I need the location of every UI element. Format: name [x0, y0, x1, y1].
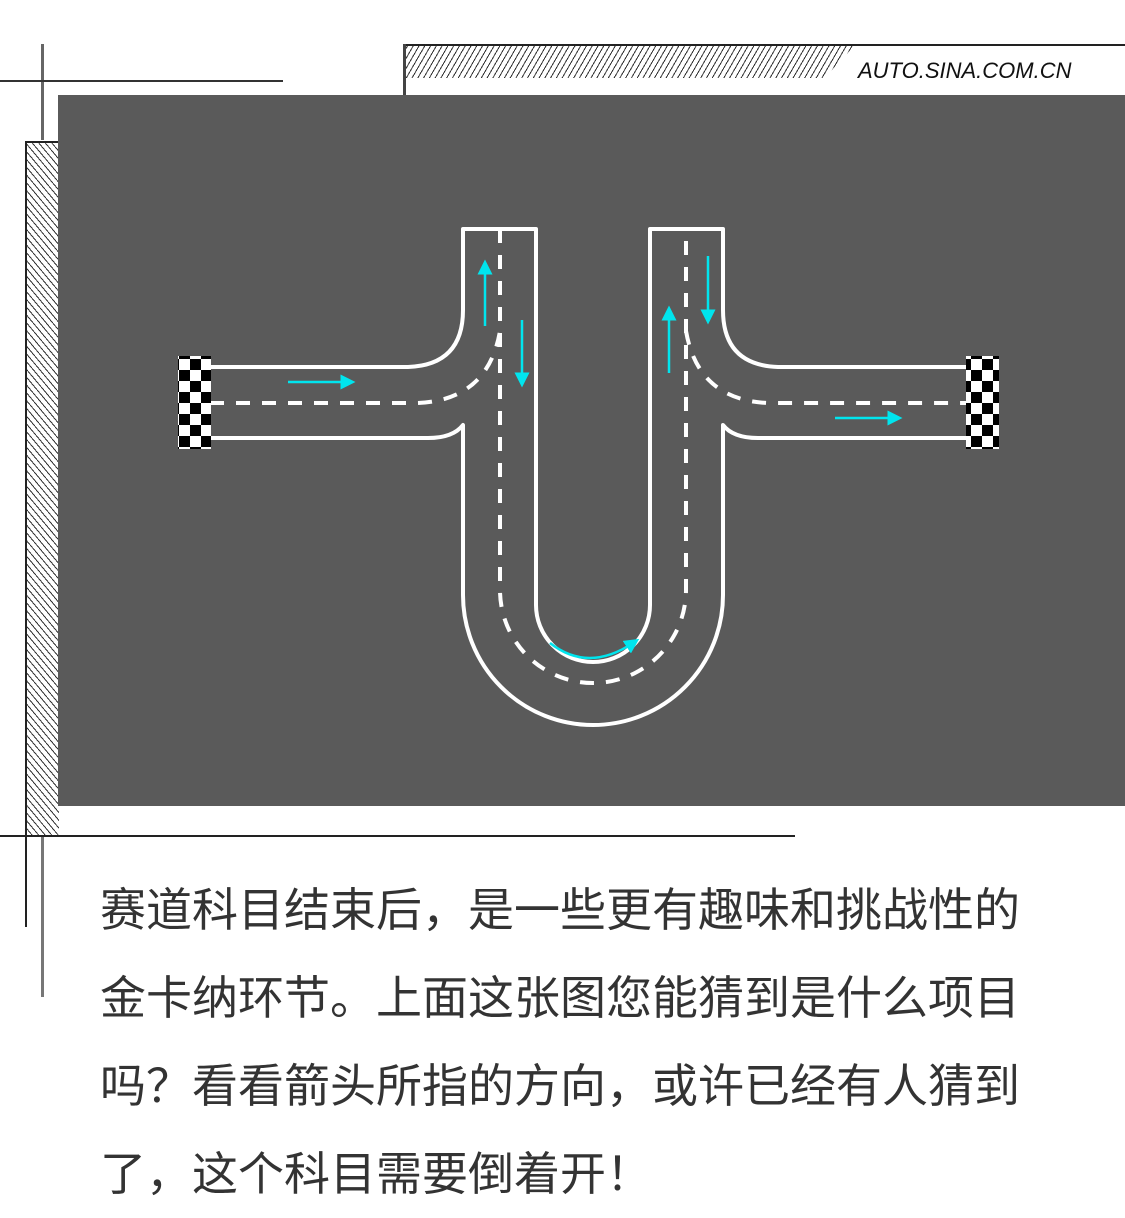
crop-mark-horizontal-top: [0, 80, 283, 82]
left-road-bottom-edge: [208, 423, 970, 727]
left-road-top-edge: [208, 227, 970, 664]
start-checkered-flag: [178, 356, 211, 449]
top-rule-tick: [403, 44, 406, 96]
center-dashes: [210, 229, 968, 685]
hatched-band-left: [25, 141, 59, 836]
caption-line-4: 了，这个科目需要倒着开！: [100, 1147, 652, 1201]
left-entry-dash: [210, 330, 502, 405]
u-bottom-curve-arrow-icon: [549, 638, 640, 660]
top-rule: [404, 44, 1125, 46]
crop-mark-horizontal-bottom: [0, 835, 795, 837]
caption-line-1: 赛道科目结束后，是一些更有趣味和挑战性的: [100, 883, 1020, 937]
crop-mark-vertical-bottom-left: [25, 835, 27, 927]
road-edges: [208, 227, 970, 727]
finish-checkered-flag: [966, 356, 999, 449]
brand-watermark: AUTO.SINA.COM.CN: [858, 58, 1072, 83]
u-center-dash: [498, 229, 688, 685]
caption-line-3: 吗？看看箭头所指的方向，或许已经有人猜到: [100, 1059, 1020, 1113]
right-exit-dash: [684, 330, 968, 405]
crop-mark-vertical-top: [41, 44, 44, 140]
crop-mark-vertical-bottom: [41, 837, 44, 997]
track-diagram: [58, 95, 1125, 806]
caption-paragraph: 赛道科目结束后，是一些更有趣味和挑战性的 金卡纳环节。上面这张图您能猜到是什么项…: [100, 866, 1080, 1218]
hatched-band-top: [404, 44, 856, 78]
caption-line-2: 金卡纳环节。上面这张图您能猜到是什么项目: [100, 971, 1020, 1025]
